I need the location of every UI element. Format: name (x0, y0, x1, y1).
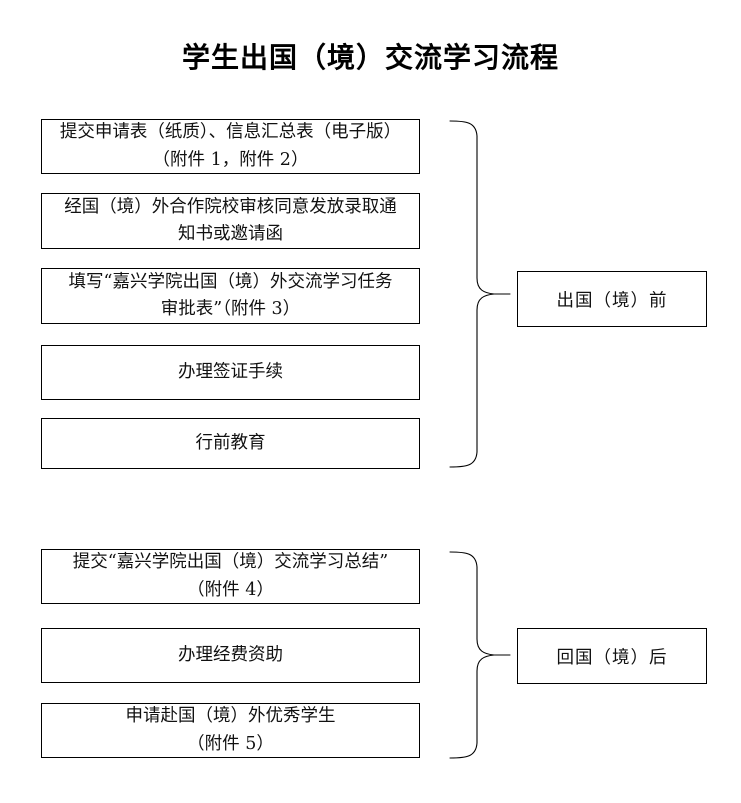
step-box[interactable]: 提交申请表（纸质）、信息汇总表（电子版） （附件 1，附件 2） (41, 119, 420, 174)
step-box[interactable]: 申请赴国（境）外优秀学生 （附件 5） (41, 703, 420, 758)
step-box[interactable]: 填写“嘉兴学院出国（境）外交流学习任务 审批表”（附件 3） (41, 268, 420, 324)
step-text: 填写“嘉兴学院出国（境）外交流学习任务 审批表”（附件 3） (69, 269, 393, 323)
step-text: 申请赴国（境）外优秀学生 （附件 5） (126, 703, 336, 757)
step-text: 行前教育 (196, 430, 266, 457)
step-line: 办理签证手续 (178, 361, 283, 382)
phase-label: 回国（境）后 (556, 647, 668, 668)
brace-pre-departure (448, 118, 512, 470)
step-line: （附件 1，附件 2） (152, 149, 309, 170)
phase-label: 出国（境）前 (556, 290, 668, 311)
step-box[interactable]: 办理经费资助 (41, 628, 420, 683)
step-line: 办理经费资助 (178, 644, 283, 665)
step-box[interactable]: 办理签证手续 (41, 345, 420, 400)
page-title: 学生出国（境）交流学习流程 (181, 41, 559, 74)
step-line: （附件 5） (187, 733, 274, 754)
brace-post-return (448, 549, 512, 761)
step-line: 提交“嘉兴学院出国（境）交流学习总结” (72, 552, 389, 573)
step-box[interactable]: 行前教育 (41, 418, 420, 469)
step-line: （附件 4） (187, 579, 274, 600)
step-line: 知书或邀请函 (178, 224, 283, 244)
step-text: 提交申请表（纸质）、信息汇总表（电子版） （附件 1，附件 2） (60, 119, 401, 173)
step-line: 行前教育 (195, 432, 266, 453)
step-text: 办理经费资助 (178, 642, 283, 669)
step-line: 申请赴国（境）外优秀学生 (125, 706, 336, 727)
step-text: 经国（境）外合作院校审核同意发放录取通 知书或邀请函 (64, 194, 397, 248)
step-line: 提交申请表（纸质）、信息汇总表（电子版） (59, 122, 402, 143)
phase-label-box[interactable]: 出国（境）前 (517, 271, 707, 327)
phase-label-box[interactable]: 回国（境）后 (517, 628, 707, 684)
step-box[interactable]: 提交“嘉兴学院出国（境）交流学习总结” （附件 4） (41, 549, 420, 604)
step-text: 提交“嘉兴学院出国（境）交流学习总结” （附件 4） (73, 549, 388, 603)
step-line: 经国（境）外合作院校审核同意发放录取通 (64, 196, 397, 217)
step-line: 填写“嘉兴学院出国（境）外交流学习任务 (68, 271, 393, 292)
step-line: 审批表”（附件 3） (160, 299, 301, 319)
step-text: 办理签证手续 (178, 359, 283, 386)
step-box[interactable]: 经国（境）外合作院校审核同意发放录取通 知书或邀请函 (41, 193, 420, 249)
